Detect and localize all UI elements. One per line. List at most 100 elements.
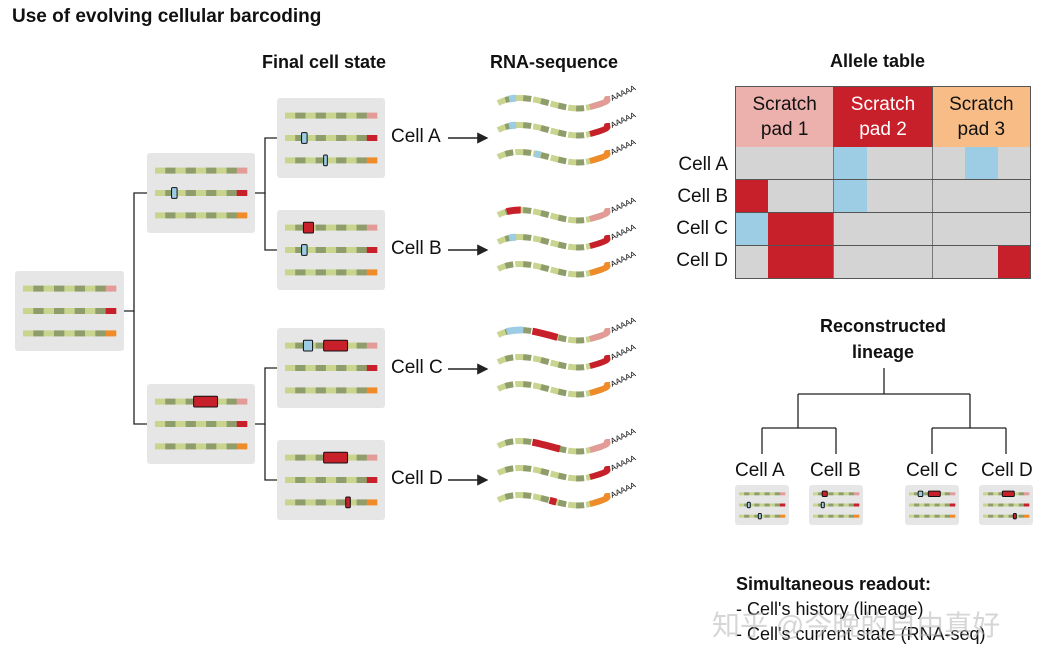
allele-row-label-cell-c: Cell C bbox=[676, 218, 728, 239]
barcode-segment bbox=[305, 157, 316, 164]
barcode-segment bbox=[285, 365, 296, 371]
barcode-segment bbox=[336, 499, 347, 506]
barcode-segment bbox=[33, 308, 44, 314]
barcode-segment bbox=[165, 212, 176, 219]
barcode-segment bbox=[983, 514, 989, 518]
barcode-edit-mark bbox=[323, 451, 349, 464]
barcode-segment bbox=[165, 421, 176, 427]
barcode-segment bbox=[983, 492, 989, 496]
barcode-segment bbox=[366, 499, 378, 506]
barcode-segment bbox=[356, 477, 368, 483]
barcode-segment bbox=[346, 499, 357, 506]
barcode-segment bbox=[919, 503, 925, 507]
barcode-segment bbox=[185, 167, 197, 174]
barcode-segment bbox=[325, 224, 337, 231]
barcode-segment bbox=[769, 492, 776, 496]
barcode-segment bbox=[285, 247, 296, 253]
barcode-segment bbox=[216, 212, 227, 219]
barcode-segment bbox=[944, 514, 951, 518]
readout-heading: Simultaneous readout: bbox=[736, 574, 932, 594]
barcode-segment bbox=[754, 503, 760, 507]
allele-cell bbox=[866, 246, 900, 278]
barcode-segment bbox=[759, 514, 765, 518]
barcode-segment bbox=[64, 308, 75, 314]
cell-b-label: Cell B bbox=[391, 238, 442, 259]
barcode-segment bbox=[236, 190, 248, 196]
barcode-segment bbox=[914, 492, 920, 496]
barcode-segment bbox=[195, 190, 207, 196]
barcode-segment bbox=[155, 167, 166, 174]
readout-item-lineage: - Cell's history (lineage) bbox=[736, 599, 924, 619]
barcode-segment bbox=[909, 492, 915, 496]
barcode-segment bbox=[325, 477, 337, 483]
barcode-segment bbox=[23, 308, 34, 314]
final-cell-state-heading: Final cell state bbox=[262, 52, 387, 72]
barcode-segment bbox=[85, 285, 96, 292]
barcode-segment bbox=[175, 443, 186, 450]
barcode-segment bbox=[336, 157, 347, 164]
poly-a-tail: AAAAA bbox=[609, 342, 638, 362]
barcode-segment bbox=[754, 514, 760, 518]
allele-cell bbox=[965, 147, 998, 179]
barcode-segment bbox=[23, 285, 34, 292]
barcode-edit-mark bbox=[746, 501, 751, 509]
cell-a-label: Cell A bbox=[391, 126, 441, 147]
barcode-segment bbox=[175, 212, 186, 219]
barcode-segment bbox=[175, 167, 186, 174]
barcode-segment bbox=[295, 365, 306, 371]
barcode-segment bbox=[779, 514, 786, 518]
rna-scratch-pad bbox=[496, 354, 611, 371]
barcode-segment bbox=[305, 269, 316, 276]
allele-table-row bbox=[735, 180, 1031, 213]
barcode-edit-mark bbox=[171, 187, 178, 199]
barcode-segment bbox=[909, 503, 915, 507]
allele-cell bbox=[965, 180, 998, 212]
barcode-segment bbox=[285, 454, 296, 461]
allele-table-pad bbox=[834, 213, 933, 245]
rna-scratch-pad bbox=[496, 95, 611, 112]
allele-cell bbox=[932, 246, 966, 278]
barcode-segment bbox=[295, 454, 306, 461]
barcode-segment bbox=[165, 443, 176, 450]
watermark-text: 知乎 @今晚的自由真好 bbox=[712, 610, 1001, 641]
rna-scratch-pad bbox=[496, 261, 611, 278]
scratch-pad-2-label-line-1: Scratch bbox=[850, 94, 916, 115]
barcode-segment bbox=[315, 454, 327, 461]
allele-cell bbox=[866, 147, 900, 179]
allele-cell bbox=[768, 147, 801, 179]
barcode-segment bbox=[325, 269, 337, 276]
barcode-segment bbox=[934, 503, 940, 507]
barcode-segment bbox=[216, 190, 227, 196]
rna-scratch-pad bbox=[496, 207, 611, 224]
barcode-segment bbox=[295, 224, 306, 231]
barcode-segment bbox=[336, 135, 347, 141]
barcode-segment bbox=[95, 330, 106, 337]
rna-scratch-pad bbox=[496, 438, 611, 455]
barcode-segment bbox=[315, 269, 327, 276]
barcode-edit-mark bbox=[820, 501, 825, 509]
allele-cell bbox=[800, 180, 834, 212]
barcode-segment bbox=[285, 387, 296, 394]
poly-a-tail: AAAAA bbox=[609, 195, 638, 215]
barcode-segment bbox=[998, 514, 1004, 518]
barcode-segment bbox=[939, 492, 946, 496]
barcode-segment bbox=[195, 421, 207, 427]
barcode-segment bbox=[346, 269, 357, 276]
barcode-segment bbox=[285, 135, 296, 141]
allele-cell bbox=[736, 180, 769, 212]
scratch-pad-1-label-line-1: Scratch bbox=[752, 94, 817, 115]
lineage-leaf-label-cell-d: Cell D bbox=[981, 460, 1033, 481]
barcode-segment bbox=[828, 492, 834, 496]
barcode-segment bbox=[305, 112, 316, 119]
barcode-segment bbox=[43, 308, 55, 314]
mini-barcode-cell-c bbox=[905, 485, 959, 525]
barcode-segment bbox=[1003, 503, 1009, 507]
barcode-segment bbox=[739, 503, 745, 507]
barcode-segment bbox=[848, 492, 855, 496]
barcode-segment bbox=[779, 503, 786, 507]
barcode-segment bbox=[366, 365, 378, 371]
barcode-box-level1-top bbox=[147, 153, 255, 233]
barcode-edit-mark bbox=[345, 496, 351, 509]
barcode-segment bbox=[64, 330, 75, 337]
